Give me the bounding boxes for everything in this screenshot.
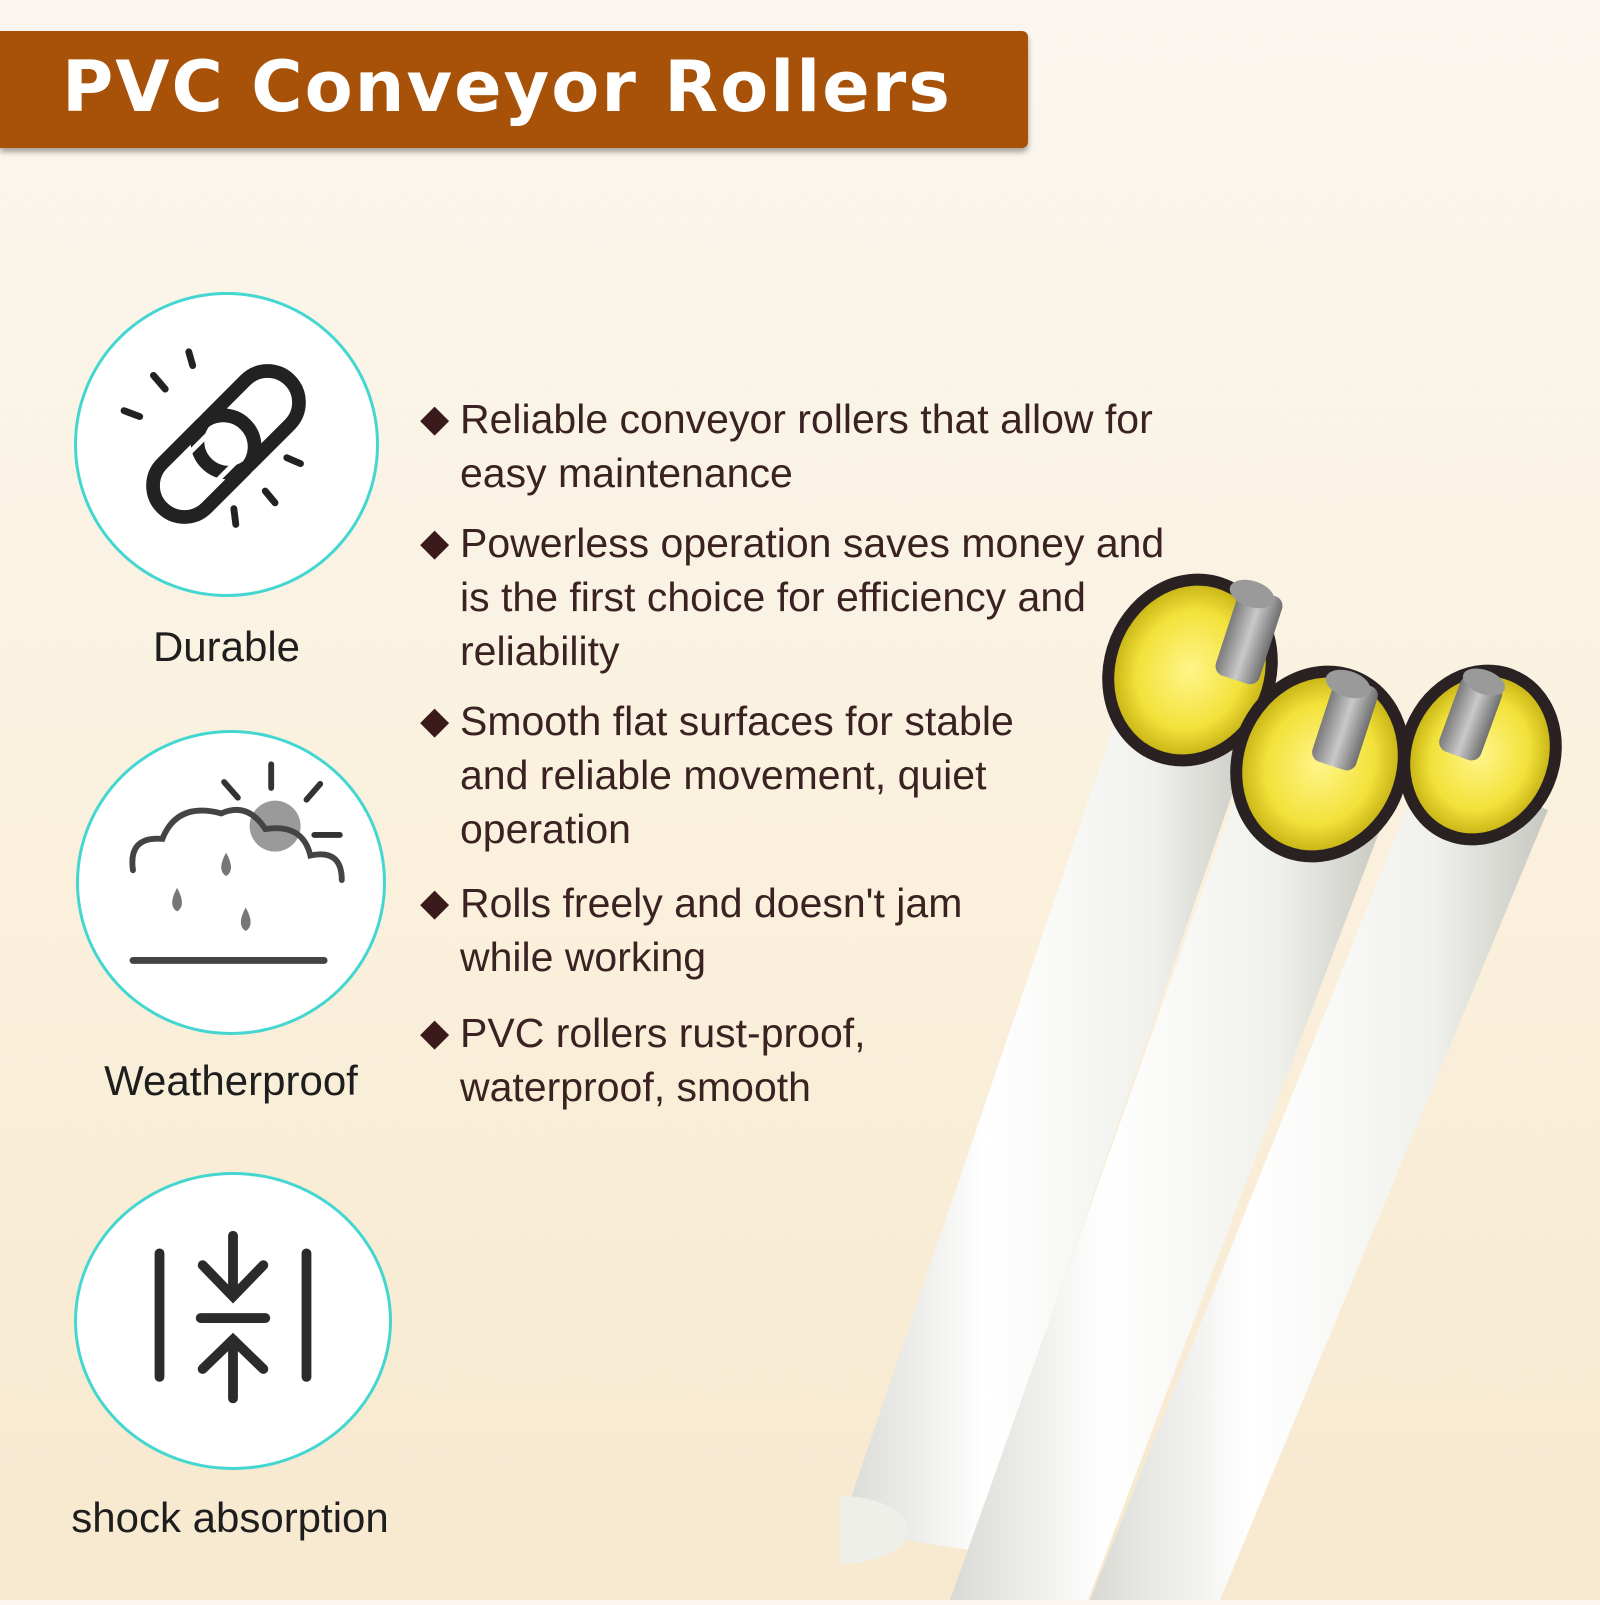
feature-label-durable: Durable — [152, 623, 301, 670]
roller-3 — [1090, 664, 1562, 1600]
bullet-line: operation — [460, 806, 631, 852]
roller-2 — [950, 665, 1410, 1600]
roller-illustration — [772, 573, 1562, 1600]
title-banner: PVC Conveyor Rollers — [0, 31, 1028, 148]
shock-absorption-circle — [74, 1172, 392, 1470]
page-title: PVC Conveyor Rollers — [62, 46, 952, 128]
weatherproof-circle — [76, 730, 386, 1035]
weather-icon — [129, 761, 345, 964]
bullet-line: Reliable conveyor rollers that allow for — [460, 396, 1153, 442]
diamond-bullet-icon: ◆ — [420, 1012, 450, 1054]
bullet-line: and reliable movement, quiet — [460, 752, 987, 798]
compress-arrows-icon — [154, 1230, 312, 1404]
list-item: ◆ Reliable conveyor rollers that allow f… — [420, 392, 1153, 500]
bullet-line: Rolls freely and doesn't jam — [460, 880, 963, 926]
chain-link-icon — [120, 348, 306, 528]
bullet-line: Smooth flat surfaces for stable — [460, 698, 1014, 744]
list-item: ◆ PVC rollers rust-proof, waterproof, sm… — [420, 1006, 866, 1114]
product-image-rollers — [772, 570, 1600, 1600]
list-item: ◆ Smooth flat surfaces for stable and re… — [420, 694, 1014, 856]
bullet-line: waterproof, smooth — [460, 1064, 811, 1110]
bullet-line: PVC rollers rust-proof, — [460, 1010, 866, 1056]
durable-circle — [74, 292, 379, 597]
bullet-line: easy maintenance — [460, 450, 793, 496]
feature-label-weatherproof: Weatherproof — [104, 1057, 358, 1104]
bullet-line: while working — [460, 934, 707, 980]
bullet-line: Powerless operation saves money and — [460, 520, 1165, 566]
roller-1 — [772, 573, 1283, 1564]
bullet-line: is the first choice for efficiency and — [460, 574, 1086, 620]
diamond-bullet-icon: ◆ — [420, 700, 450, 742]
list-item: ◆ Rolls freely and doesn't jam while wor… — [420, 876, 962, 984]
feature-label-shock-absorption: shock absorption — [71, 1494, 389, 1541]
diamond-bullet-icon: ◆ — [420, 522, 450, 564]
diamond-bullet-icon: ◆ — [420, 882, 450, 924]
list-item: ◆ Powerless operation saves money and is… — [420, 516, 1164, 678]
bullet-line: reliability — [460, 628, 620, 674]
diamond-bullet-icon: ◆ — [420, 398, 450, 440]
